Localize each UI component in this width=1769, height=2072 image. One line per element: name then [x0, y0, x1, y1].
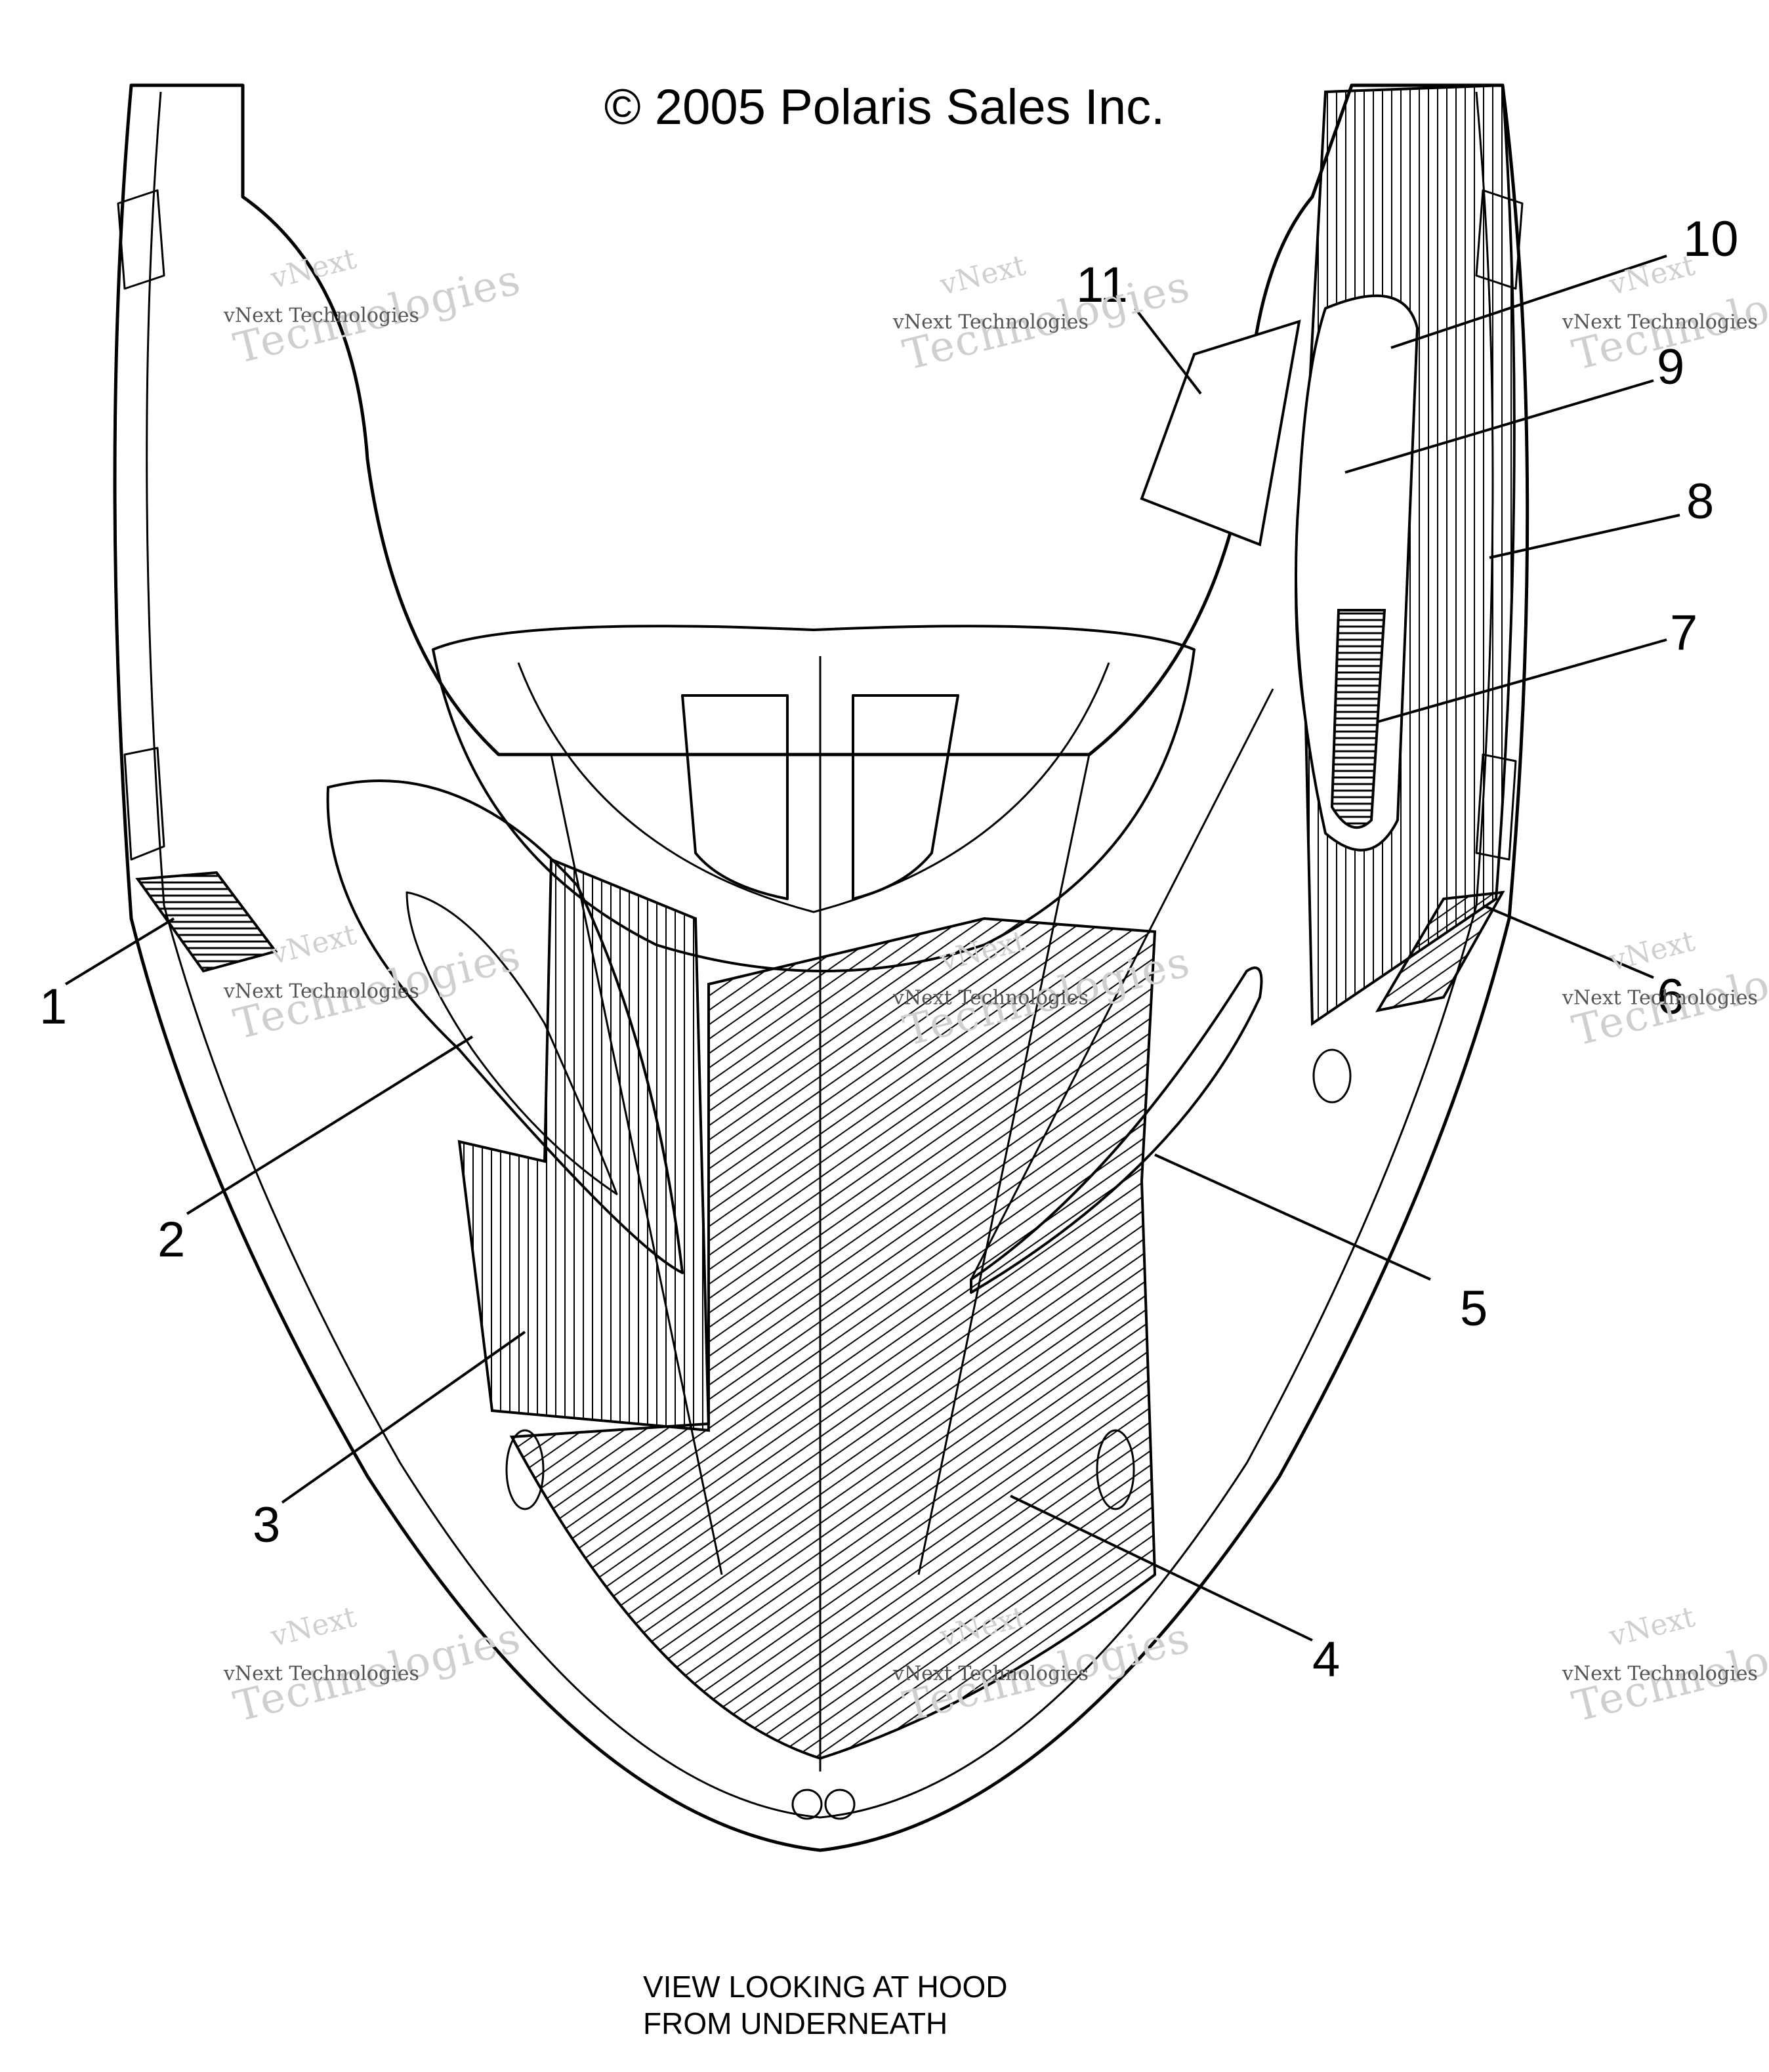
callout-9: 9 — [1657, 339, 1684, 395]
decal-11 — [1140, 320, 1301, 547]
callout-3: 3 — [253, 1497, 280, 1553]
leader-lines — [64, 255, 1680, 1642]
decal-4 — [509, 917, 1157, 1760]
decal-9 — [1295, 294, 1419, 852]
callout-11: 11 — [1076, 257, 1128, 313]
callout-10: 10 — [1683, 211, 1739, 267]
caption-line-2: FROM UNDERNEATH — [643, 2006, 948, 2041]
callout-labels: 1 2 3 4 5 6 7 8 9 10 11 — [39, 211, 1739, 1688]
callout-7: 7 — [1670, 605, 1697, 661]
decal-6 — [1375, 890, 1505, 1012]
callout-4: 4 — [1312, 1632, 1340, 1688]
callout-6: 6 — [1657, 969, 1684, 1025]
callout-8: 8 — [1686, 474, 1714, 529]
decal-3 — [457, 858, 711, 1432]
copyright-notice: © 2005 Polaris Sales Inc. — [604, 79, 1165, 135]
view-caption: VIEW LOOKING AT HOOD FROM UNDERNEATH — [643, 1968, 1008, 2042]
callout-1: 1 — [39, 979, 67, 1035]
callout-5: 5 — [1460, 1281, 1488, 1336]
caption-line-1: VIEW LOOKING AT HOOD — [643, 1970, 1008, 2004]
callout-2: 2 — [157, 1212, 185, 1268]
decal-1 — [135, 871, 278, 973]
